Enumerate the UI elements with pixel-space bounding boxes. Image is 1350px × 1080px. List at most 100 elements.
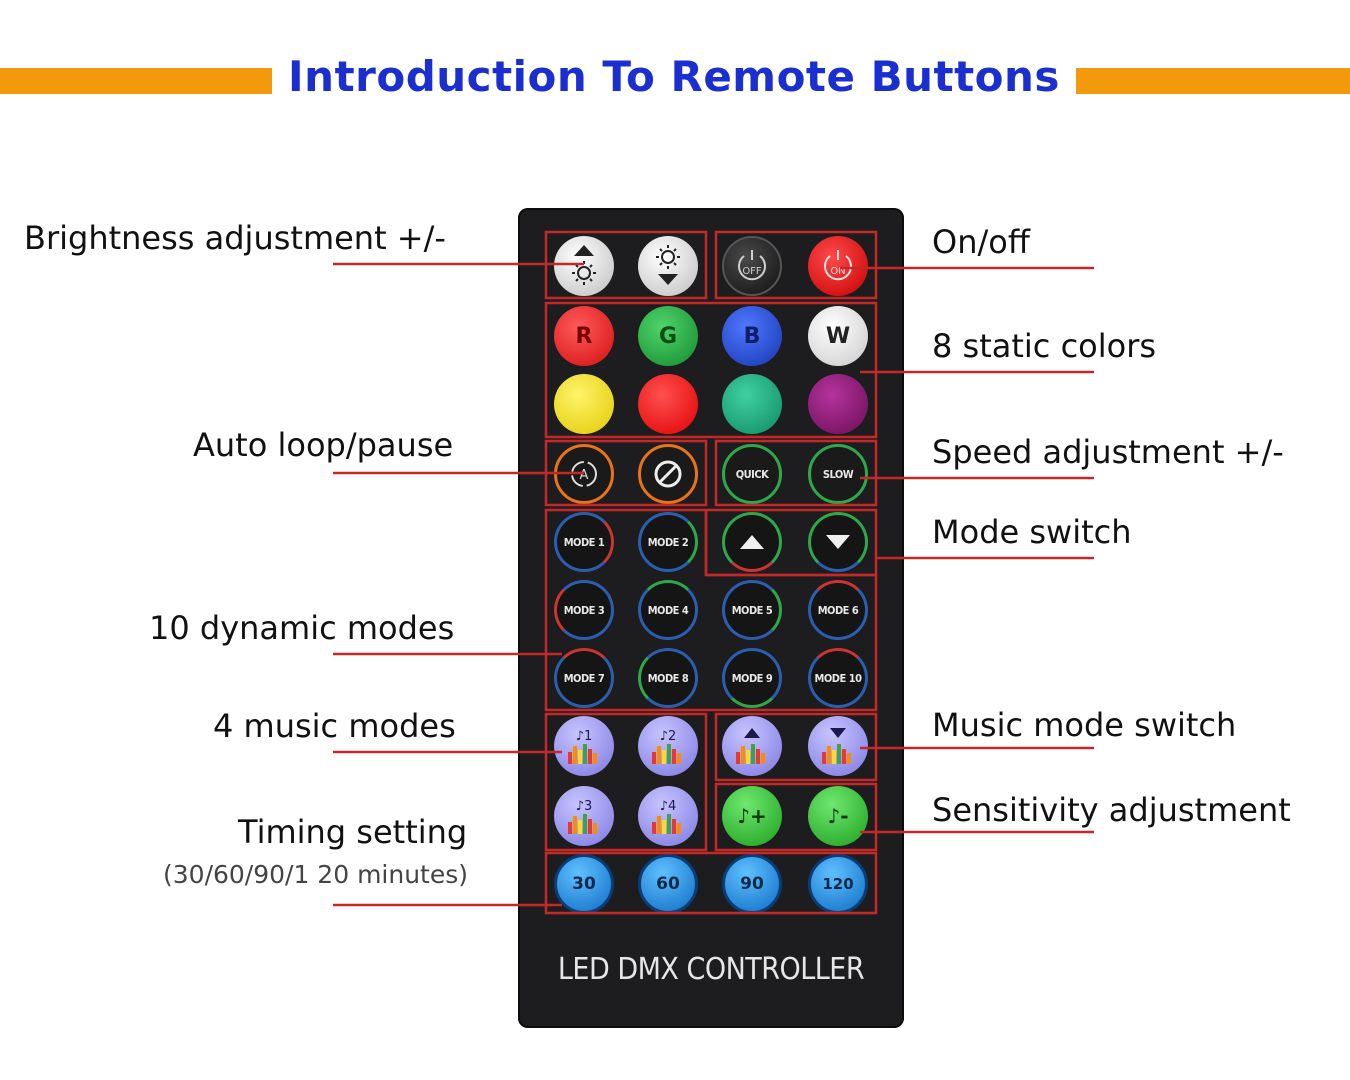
mode-8-button[interactable]: MODE 8 xyxy=(638,648,698,708)
mode-5-button[interactable]: MODE 5 xyxy=(722,580,782,640)
mode-1-label: MODE 1 xyxy=(563,535,605,549)
mode-2-label: MODE 2 xyxy=(647,535,689,549)
mode-5-label: MODE 5 xyxy=(731,603,773,617)
pause-button[interactable] xyxy=(638,444,698,504)
label-sensitivity: Sensitivity adjustment xyxy=(932,791,1291,829)
music-1-icon: ♪1 xyxy=(568,729,597,764)
timer-90-label: 90 xyxy=(740,874,764,894)
brightness-down-button[interactable] xyxy=(638,236,698,296)
color-bright-red-button[interactable] xyxy=(638,374,698,434)
group-dynamic-modes xyxy=(544,508,878,712)
label-timing-sub: (30/60/90/1 20 minutes) xyxy=(163,860,469,889)
group-mode-switch xyxy=(704,508,878,577)
brightness-up-button[interactable] xyxy=(554,236,614,296)
sensitivity-plus-label: ♪+ xyxy=(737,804,767,828)
label-mode-switch: Mode switch xyxy=(932,513,1132,551)
color-white-label: W xyxy=(825,323,851,349)
timer-30-label: 30 xyxy=(572,874,596,894)
music-up-button[interactable] xyxy=(722,716,782,776)
label-on-off: On/off xyxy=(932,223,1030,261)
music-4-button[interactable]: ♪4 xyxy=(638,786,698,846)
music-down-button[interactable] xyxy=(808,716,868,776)
mode-8-label: MODE 8 xyxy=(647,671,689,685)
color-white-button[interactable]: W xyxy=(808,306,868,366)
color-yellow-button[interactable] xyxy=(554,374,614,434)
speed-slow-button[interactable]: SLOW xyxy=(808,444,868,504)
color-blue-button[interactable]: B xyxy=(722,306,782,366)
label-dynamic-modes: 10 dynamic modes xyxy=(149,609,455,647)
sensitivity-minus-label: ♪- xyxy=(827,804,849,828)
color-purple-button[interactable] xyxy=(808,374,868,434)
timer-120-label: 120 xyxy=(822,875,854,893)
mode-2-button[interactable]: MODE 2 xyxy=(638,512,698,572)
page-title: Introduction To Remote Buttons xyxy=(288,52,1060,101)
mode-10-button[interactable]: MODE 10 xyxy=(808,648,868,708)
mode-down-button[interactable] xyxy=(808,512,868,572)
group-speed xyxy=(714,439,878,507)
music-4-label: ♪4 xyxy=(660,799,677,814)
sensitivity-plus-button[interactable]: ♪+ xyxy=(722,786,782,846)
label-static-colors: 8 static colors xyxy=(932,327,1157,365)
group-power xyxy=(714,230,878,300)
brightness-up-icon xyxy=(572,245,596,285)
timer-60-label: 60 xyxy=(656,874,680,894)
auto-loop-icon: A xyxy=(571,461,597,487)
mode-4-button[interactable]: MODE 4 xyxy=(638,580,698,640)
music-3-button[interactable]: ♪3 xyxy=(554,786,614,846)
mode-10-label: MODE 10 xyxy=(814,671,862,685)
mode-6-button[interactable]: MODE 6 xyxy=(808,580,868,640)
color-green-label: G xyxy=(658,323,678,349)
music-3-icon: ♪3 xyxy=(568,799,597,834)
group-colors xyxy=(544,301,878,439)
mode-9-label: MODE 9 xyxy=(731,671,773,685)
timer-90-button[interactable]: 90 xyxy=(722,854,782,914)
timer-30-button[interactable]: 30 xyxy=(554,854,614,914)
group-music-switch xyxy=(714,712,878,782)
color-red-label: R xyxy=(575,323,593,349)
music-down-icon xyxy=(822,728,851,764)
title-bar-right xyxy=(1076,68,1350,94)
label-auto-loop: Auto loop/pause xyxy=(193,426,454,464)
music-3-label: ♪3 xyxy=(576,799,593,814)
mode-up-icon xyxy=(740,535,764,549)
mode-1-button[interactable]: MODE 1 xyxy=(554,512,614,572)
music-1-label: ♪1 xyxy=(576,729,593,744)
speed-quick-label: QUICK xyxy=(735,467,769,481)
mode-6-label: MODE 6 xyxy=(817,603,859,617)
pause-icon xyxy=(654,460,682,488)
sensitivity-minus-button[interactable]: ♪- xyxy=(808,786,868,846)
remote-brand: LED DMX CONTROLLER xyxy=(557,952,865,987)
power-off-button[interactable]: OFF xyxy=(722,236,782,296)
power-on-icon: ON xyxy=(824,250,852,281)
power-off-text: OFF xyxy=(742,266,762,277)
power-off-icon: OFF xyxy=(738,250,766,281)
power-on-text: ON xyxy=(830,266,845,277)
mode-9-button[interactable]: MODE 9 xyxy=(722,648,782,708)
mode-7-button[interactable]: MODE 7 xyxy=(554,648,614,708)
music-up-icon xyxy=(736,728,765,764)
label-brightness: Brightness adjustment +/- xyxy=(24,219,446,257)
music-1-button[interactable]: ♪1 xyxy=(554,716,614,776)
mode-7-label: MODE 7 xyxy=(563,671,605,685)
mode-4-label: MODE 4 xyxy=(647,603,689,617)
speed-slow-label: SLOW xyxy=(822,467,854,481)
color-teal-button[interactable] xyxy=(722,374,782,434)
brightness-down-icon xyxy=(656,245,680,285)
speed-quick-button[interactable]: QUICK xyxy=(722,444,782,504)
mode-3-label: MODE 3 xyxy=(563,603,605,617)
music-4-icon: ♪4 xyxy=(652,799,681,834)
mode-3-button[interactable]: MODE 3 xyxy=(554,580,614,640)
group-timers xyxy=(544,851,878,915)
label-music-switch: Music mode switch xyxy=(932,706,1237,744)
music-2-button[interactable]: ♪2 xyxy=(638,716,698,776)
svg-text:A: A xyxy=(580,468,589,483)
mode-up-button[interactable] xyxy=(722,512,782,572)
power-on-button[interactable]: ON xyxy=(808,236,868,296)
color-red-button[interactable]: R xyxy=(554,306,614,366)
music-2-icon: ♪2 xyxy=(652,729,681,764)
group-music-modes xyxy=(544,712,708,852)
color-green-button[interactable]: G xyxy=(638,306,698,366)
group-sensitivity xyxy=(714,782,878,852)
label-speed: Speed adjustment +/- xyxy=(932,433,1284,471)
label-timing: Timing setting xyxy=(238,813,468,851)
